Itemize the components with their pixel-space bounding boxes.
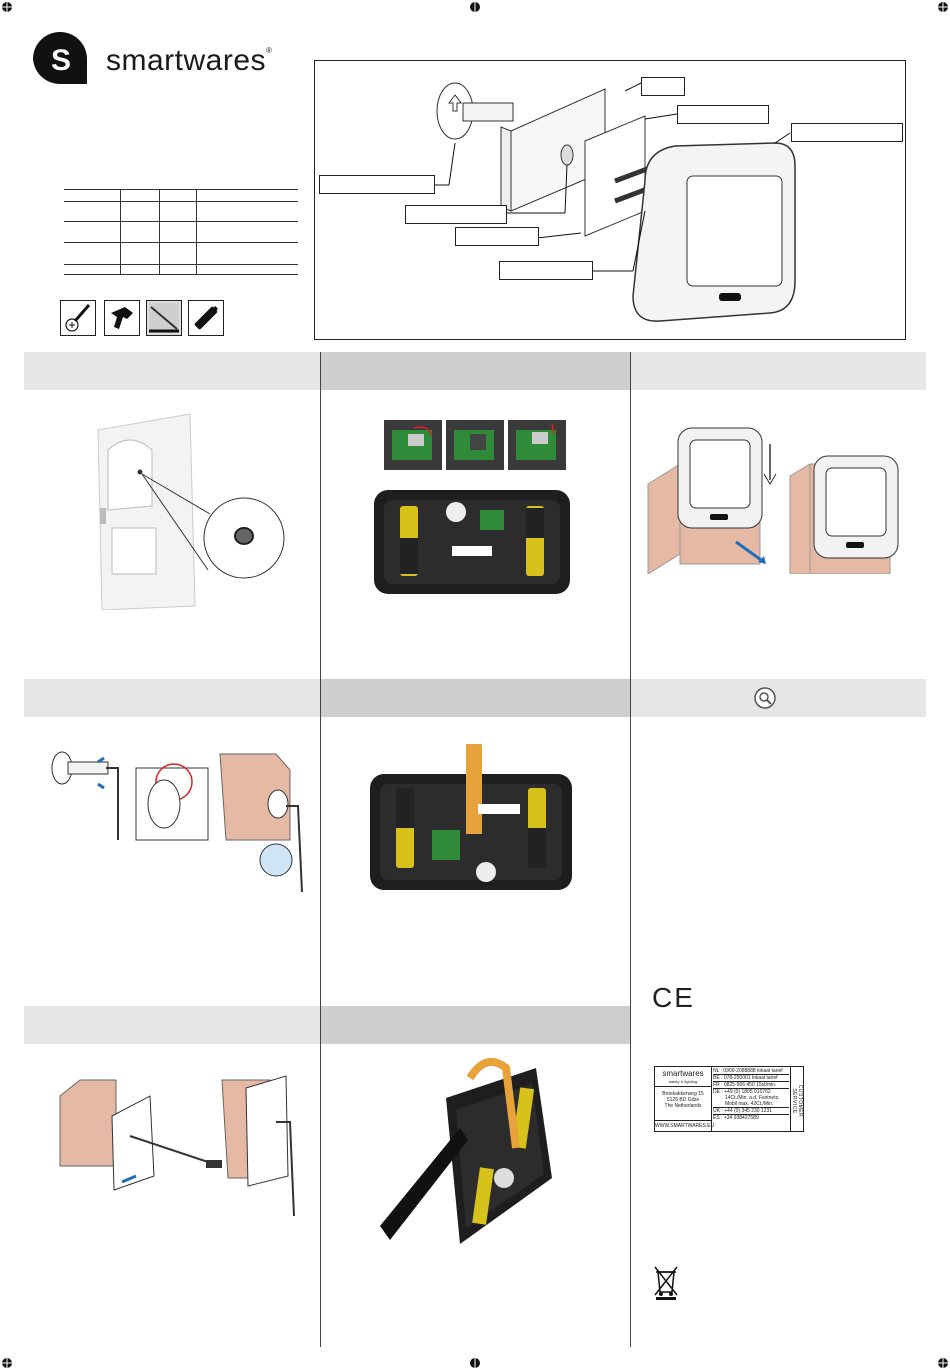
crop-mark-icon <box>936 0 950 14</box>
column-divider <box>630 352 631 1347</box>
flex-cable-battery-illustration <box>368 744 574 892</box>
callout-screws <box>499 261 593 280</box>
contact-row: ES : +34 938427589 <box>713 1114 789 1121</box>
crop-mark-icon <box>936 1356 950 1370</box>
brand-wordmark: smartwares® <box>106 44 273 77</box>
mounting-plate-illustration <box>50 1066 312 1217</box>
screwdriver-icon <box>60 300 96 336</box>
svg-text:S: S <box>51 44 71 77</box>
address-line: Broekakkerweg 15 <box>662 1091 704 1097</box>
crop-mark-icon <box>0 0 14 14</box>
ce-mark: CE <box>652 982 695 1013</box>
step-3-header <box>24 1006 320 1044</box>
callout-cable <box>455 227 539 246</box>
contact-row: Mobil max. 42Ct./Min. <box>725 1101 774 1107</box>
crop-mark-icon <box>468 0 482 14</box>
service-vertical-label: CUSTOMER SERVICE <box>791 1084 803 1118</box>
battery-compartment-illustration <box>372 488 572 596</box>
magnifier-icon <box>754 687 776 709</box>
door-thickness-icon <box>146 300 182 336</box>
callout-lens <box>405 205 507 224</box>
column-divider <box>320 352 321 1347</box>
callout-door <box>641 77 685 96</box>
specification-table <box>64 188 298 276</box>
callout-monitor <box>791 123 903 142</box>
contact-row: NL : 0900-2088888 lokaal tarief <box>713 1068 783 1074</box>
contact-row: 14Ct./Min. a.d. Festnetz, <box>725 1095 780 1101</box>
step-2-header <box>24 679 320 717</box>
service-card-brand: smartwares <box>662 1069 704 1078</box>
step-5-header <box>321 679 630 717</box>
address-line: 5126 BD Gilze <box>666 1097 700 1103</box>
smartwares-logo-icon: S <box>27 32 93 86</box>
address-line: The Netherlands <box>664 1103 702 1109</box>
customer-service-card: smartwares safety & lighting Broekakkerw… <box>654 1066 804 1132</box>
sd-card-insertion-steps <box>384 420 566 470</box>
drill-icon <box>104 300 140 336</box>
crop-mark-icon <box>468 1356 482 1370</box>
service-card-tagline: safety & lighting <box>655 1079 711 1087</box>
callout-mounting-plate <box>677 105 769 124</box>
product-overview-diagram <box>314 60 906 340</box>
battery-icon <box>188 300 224 336</box>
troubleshooting-header <box>631 679 926 717</box>
step-6-header <box>631 352 926 390</box>
step-4-header <box>321 352 630 390</box>
contact-row: BE : 078-250001 lokaal tarief <box>713 1074 789 1081</box>
contact-row: FR : 0825-566 450 15ct/min. <box>713 1081 789 1088</box>
step-7-header <box>321 1006 630 1044</box>
step-1-header <box>24 352 320 390</box>
contact-row: UK : +44 (0) 345 230 1231 <box>713 1107 789 1114</box>
callout-door-viewer <box>319 175 435 194</box>
contact-row: DE : +49 (0) 1805 910762 <box>713 1088 789 1095</box>
door-peephole-illustration <box>80 410 290 611</box>
closing-cover-illustration <box>376 1057 572 1248</box>
service-vertical-label-box: CUSTOMER SERVICE <box>790 1067 803 1131</box>
service-card-website[interactable]: WWW.SMARTWARES.EU <box>655 1120 714 1129</box>
lens-cable-illustration <box>40 740 310 900</box>
monitor-attachment-illustration <box>640 424 910 575</box>
weee-bin-icon <box>652 1264 680 1305</box>
crop-mark-icon <box>0 1356 14 1370</box>
